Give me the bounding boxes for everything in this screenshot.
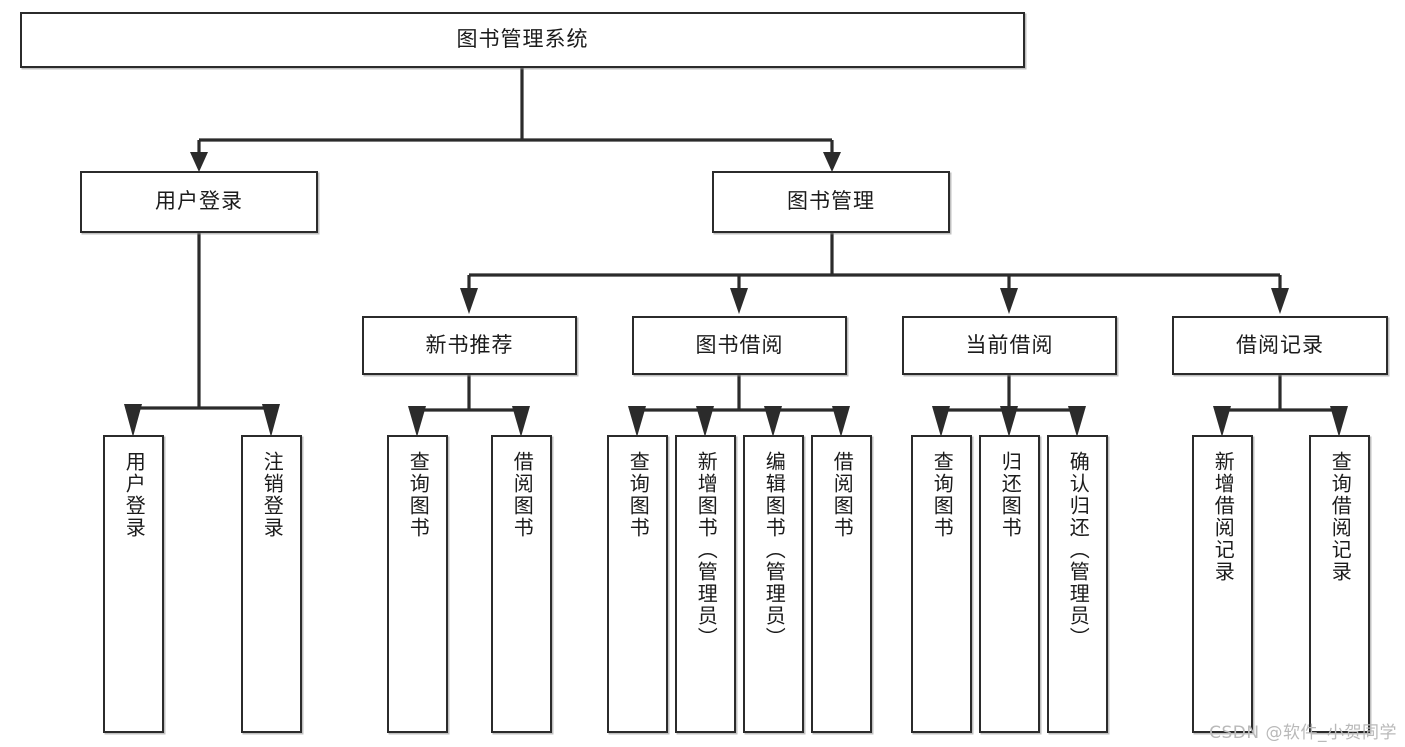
node-borrow-record[interactable]: 借阅记录 bbox=[1172, 316, 1388, 375]
node-root-system[interactable]: 图书管理系统 bbox=[20, 12, 1025, 68]
node-label: 确认归还（管理员） bbox=[1066, 451, 1091, 649]
leaf-confirm-return[interactable]: 确认归还（管理员） bbox=[1047, 435, 1108, 733]
node-label: 新增图书（管理员） bbox=[694, 451, 719, 649]
node-label: 用户登录 bbox=[122, 451, 147, 539]
leaf-borrow-book-1[interactable]: 借阅图书 bbox=[491, 435, 552, 733]
node-label: 图书管理 bbox=[787, 189, 875, 214]
leaf-user-logout[interactable]: 注销登录 bbox=[241, 435, 302, 733]
node-label: 借阅图书 bbox=[510, 451, 535, 539]
node-book-borrow[interactable]: 图书借阅 bbox=[632, 316, 847, 375]
node-user-login[interactable]: 用户登录 bbox=[80, 171, 318, 233]
leaf-query-record[interactable]: 查询借阅记录 bbox=[1309, 435, 1370, 733]
node-label: 图书借阅 bbox=[695, 332, 784, 357]
node-new-book-recommend[interactable]: 新书推荐 bbox=[362, 316, 577, 375]
node-book-manage[interactable]: 图书管理 bbox=[712, 171, 950, 233]
node-label: 查询图书 bbox=[930, 451, 955, 539]
leaf-add-book[interactable]: 新增图书（管理员） bbox=[675, 435, 736, 733]
node-label: 查询图书 bbox=[626, 451, 651, 539]
leaf-return-book[interactable]: 归还图书 bbox=[979, 435, 1040, 733]
leaf-query-book-1[interactable]: 查询图书 bbox=[387, 435, 448, 733]
node-label: 注销登录 bbox=[260, 451, 285, 539]
node-label: 查询图书 bbox=[406, 451, 431, 539]
leaf-query-book-2[interactable]: 查询图书 bbox=[607, 435, 668, 733]
node-label: 新增借阅记录 bbox=[1211, 451, 1236, 583]
node-label: 借阅记录 bbox=[1236, 332, 1324, 357]
node-label: 新书推荐 bbox=[425, 332, 514, 357]
node-label: 用户登录 bbox=[155, 189, 243, 214]
node-label: 借阅图书 bbox=[830, 451, 855, 539]
node-current-borrow[interactable]: 当前借阅 bbox=[902, 316, 1117, 375]
leaf-add-record[interactable]: 新增借阅记录 bbox=[1192, 435, 1253, 733]
node-label: 编辑图书（管理员） bbox=[762, 451, 787, 649]
node-label: 归还图书 bbox=[998, 451, 1023, 539]
node-label: 图书管理系统 bbox=[456, 27, 589, 52]
leaf-borrow-book-2[interactable]: 借阅图书 bbox=[811, 435, 872, 733]
leaf-edit-book[interactable]: 编辑图书（管理员） bbox=[743, 435, 804, 733]
leaf-query-book-3[interactable]: 查询图书 bbox=[911, 435, 972, 733]
node-label: 查询借阅记录 bbox=[1328, 451, 1353, 583]
leaf-user-login[interactable]: 用户登录 bbox=[103, 435, 164, 733]
watermark-text: CSDN @软件_小贺同学 bbox=[1209, 723, 1397, 743]
node-label: 当前借阅 bbox=[965, 332, 1054, 357]
